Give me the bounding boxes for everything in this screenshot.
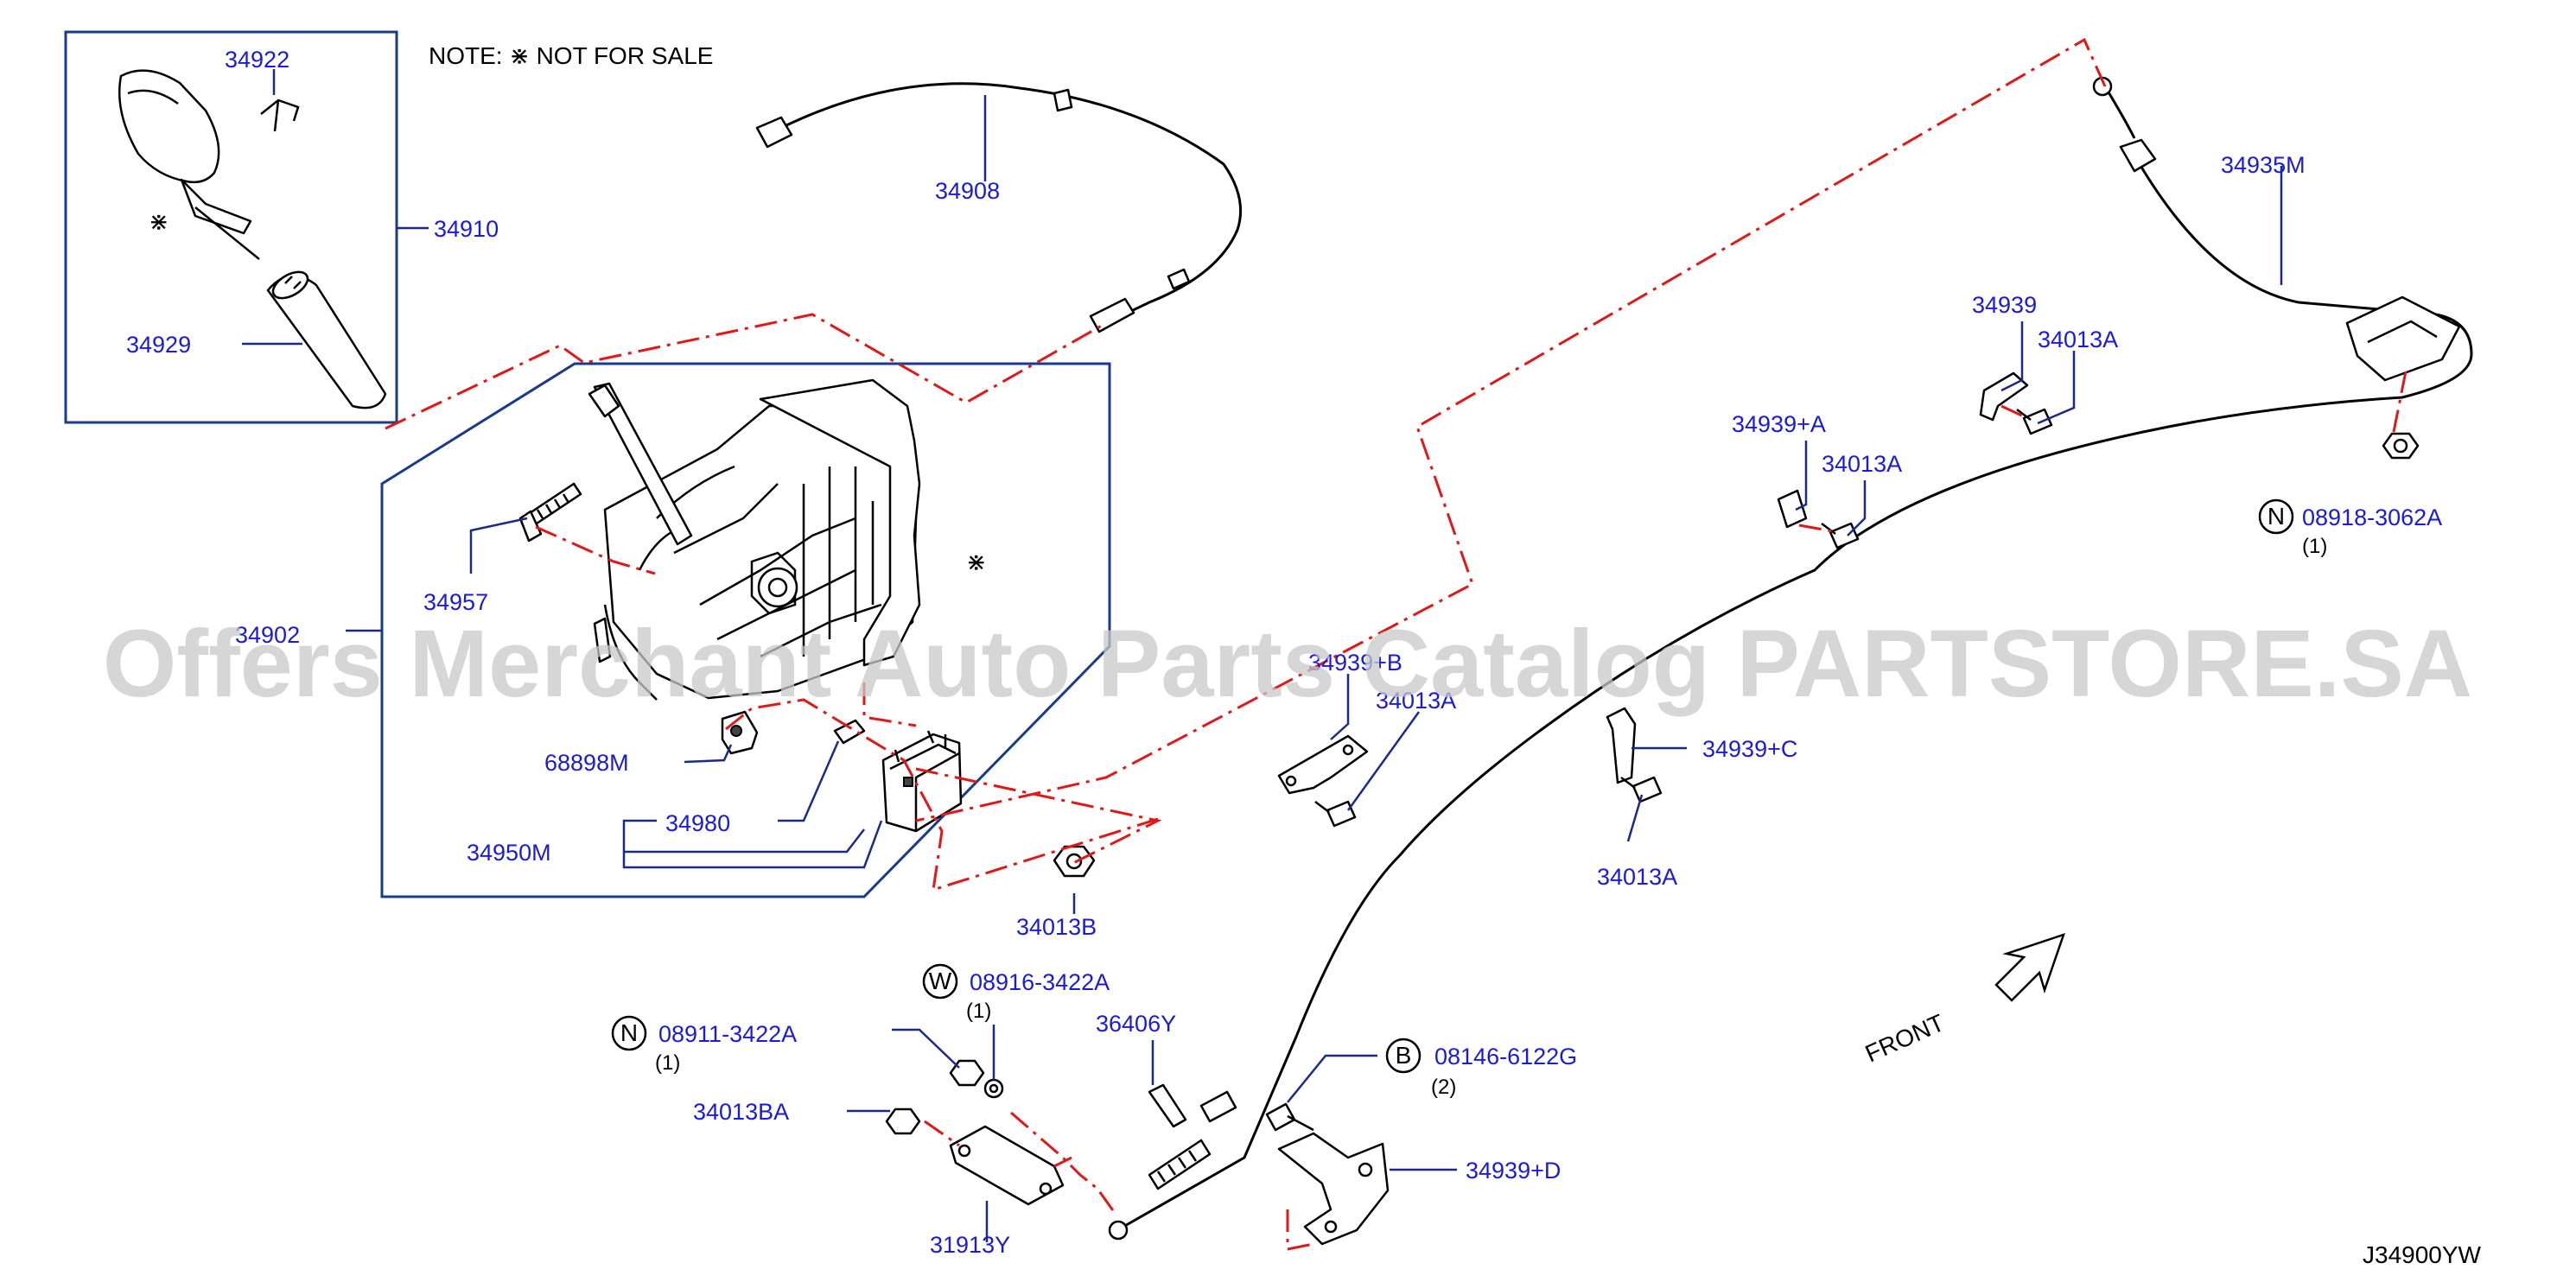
bolt-34013A-b bbox=[1821, 522, 1860, 549]
label-36406Y[interactable]: 36406Y bbox=[1096, 1011, 1176, 1037]
label-34939[interactable]: 34939 bbox=[1972, 292, 2037, 318]
shift-lever bbox=[588, 382, 693, 546]
control-unit-34950M bbox=[881, 730, 963, 833]
label-34902[interactable]: 34902 bbox=[235, 622, 300, 648]
qty-08146-6122G: (2) bbox=[1431, 1076, 1456, 1099]
prefix-marker-n-08911: N bbox=[611, 1015, 647, 1051]
bolt-34013A-a bbox=[2016, 408, 2053, 435]
cable-34908-end-lower bbox=[1089, 268, 1191, 333]
label-34939C[interactable]: 34939+C bbox=[1702, 736, 1797, 762]
prefix-marker-w-08916: W bbox=[922, 963, 958, 1000]
note-symbol: ⋇ bbox=[149, 208, 169, 235]
note-text: NOTE: ⋇ NOT FOR SALE bbox=[429, 42, 713, 69]
label-34935M[interactable]: 34935M bbox=[2221, 152, 2306, 178]
diagram-code: J34900YW bbox=[2363, 1241, 2482, 1268]
phantom-lines bbox=[385, 37, 2407, 1251]
label-08916-3422A[interactable]: 08916-3422A bbox=[970, 969, 1110, 995]
nut-08918 bbox=[2382, 432, 2420, 460]
nut-34013BA bbox=[885, 1107, 921, 1135]
clip-34939A bbox=[1777, 489, 1808, 529]
leader-lines bbox=[242, 69, 2283, 1242]
shifter-group-box bbox=[380, 362, 1111, 898]
front-direction-indicator: FRONT bbox=[1861, 933, 2066, 1068]
connector-34980 bbox=[833, 719, 866, 745]
washer-08916 bbox=[983, 1078, 1004, 1099]
label-34957[interactable]: 34957 bbox=[423, 589, 488, 615]
label-34922[interactable]: 34922 bbox=[225, 47, 289, 73]
qty-08911-3422A: (1) bbox=[655, 1051, 680, 1075]
nut-34013B bbox=[1053, 845, 1096, 878]
bolt-34013A-d bbox=[1620, 776, 1663, 803]
bracket-34939C bbox=[1606, 707, 1637, 784]
shifter-assembly bbox=[593, 378, 921, 701]
svg-text:B: B bbox=[1396, 1042, 1412, 1069]
retaining-clip bbox=[260, 98, 300, 132]
label-34013BA[interactable]: 34013BA bbox=[693, 1099, 789, 1125]
label-34013A-b[interactable]: 34013A bbox=[1822, 451, 1902, 477]
bracket-31913Y bbox=[949, 1125, 1065, 1206]
svg-text:N: N bbox=[620, 1019, 638, 1046]
svg-text:W: W bbox=[929, 968, 952, 994]
watermark: Offers Merchant Auto Parts Catalog PARTS… bbox=[103, 611, 2472, 717]
label-31913Y[interactable]: 31913Y bbox=[930, 1232, 1010, 1258]
label-34910[interactable]: 34910 bbox=[434, 216, 499, 242]
clip-36406Y bbox=[1148, 1083, 1187, 1128]
label-34013A-a[interactable]: 34013A bbox=[2038, 327, 2118, 352]
bracket-34939 bbox=[1979, 371, 2029, 422]
bolt-08146 bbox=[1265, 1102, 1314, 1132]
shifter-pin bbox=[518, 482, 582, 543]
label-68898M[interactable]: 68898M bbox=[544, 750, 629, 776]
shifter-clip-68898M bbox=[721, 710, 759, 755]
qty-08918-3062A: (1) bbox=[2302, 535, 2327, 558]
cable-34908-end-upper bbox=[755, 88, 1073, 149]
label-34980[interactable]: 34980 bbox=[665, 810, 730, 836]
qty-08916-3422A: (1) bbox=[966, 1000, 991, 1023]
label-34013A-d[interactable]: 34013A bbox=[1597, 864, 1677, 890]
label-34939D[interactable]: 34939+D bbox=[1466, 1158, 1561, 1184]
front-label: FRONT bbox=[1861, 1009, 1949, 1068]
prefix-marker-b-08146: B bbox=[1385, 1038, 1422, 1074]
shift-knob bbox=[118, 69, 260, 260]
note-symbol-shifter: ⋇ bbox=[966, 549, 986, 575]
bracket-34939D bbox=[1277, 1132, 1390, 1246]
bolt-34013A-c bbox=[1314, 800, 1357, 828]
svg-text:N: N bbox=[2268, 503, 2285, 530]
label-34929[interactable]: 34929 bbox=[126, 332, 191, 358]
label-08918-3062A[interactable]: 08918-3062A bbox=[2302, 505, 2442, 530]
knob-sleeve bbox=[266, 270, 387, 409]
label-34908[interactable]: 34908 bbox=[935, 178, 1000, 204]
label-34013A-c[interactable]: 34013A bbox=[1376, 688, 1456, 714]
front-arrow-icon bbox=[1994, 933, 2066, 1002]
prefix-marker-n-08918: N bbox=[2258, 498, 2294, 535]
label-08146-6122G[interactable]: 08146-6122G bbox=[1434, 1044, 1577, 1069]
cable-34935M-lower-end bbox=[1108, 1090, 1237, 1241]
label-34013B[interactable]: 34013B bbox=[1016, 914, 1097, 940]
label-34950M[interactable]: 34950M bbox=[467, 840, 551, 866]
cable-34908 bbox=[777, 82, 1243, 325]
bracket-34939B bbox=[1277, 734, 1369, 795]
label-08911-3422A[interactable]: 08911-3422A bbox=[658, 1021, 797, 1047]
label-34939B[interactable]: 34939+B bbox=[1308, 650, 1402, 676]
label-34939A[interactable]: 34939+A bbox=[1732, 411, 1826, 437]
cable-34935M-upper-end bbox=[2092, 76, 2461, 382]
